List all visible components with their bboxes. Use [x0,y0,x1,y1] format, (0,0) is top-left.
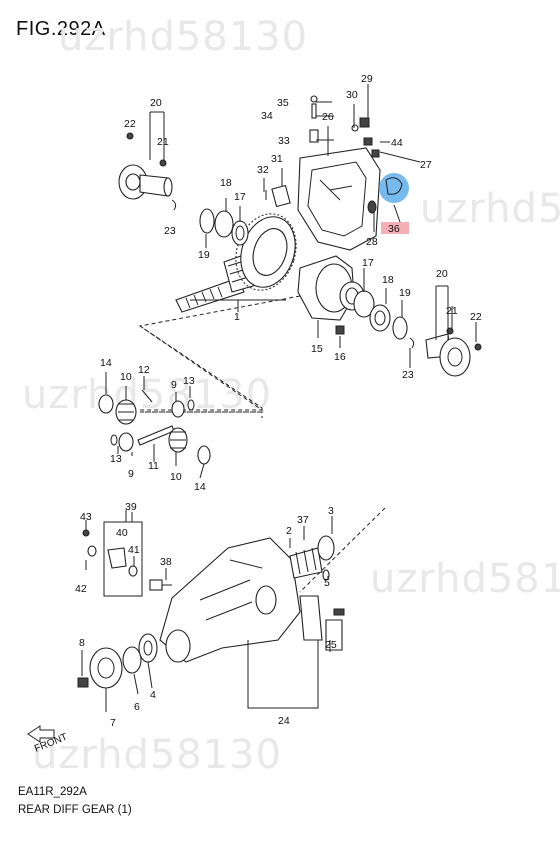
callout-18b: 18 [382,274,394,286]
figure-code: EA11R_292A [18,786,87,798]
callout-14b: 14 [194,481,206,493]
callout-28: 28 [366,236,378,248]
callout-23a: 23 [164,225,176,237]
differential-internals [98,389,211,465]
figure-title: FIG.292A [16,18,106,40]
callout-39: 39 [125,501,137,513]
callout-9b: 9 [128,468,134,480]
callout-21a: 21 [157,136,169,148]
callout-17a: 17 [234,191,246,203]
callout-13a: 13 [183,375,195,387]
callout-36: 36 [388,223,400,235]
callout-20b: 20 [436,268,448,280]
callout-1: 1 [234,311,240,323]
callout-34: 34 [261,110,273,122]
front-arrow [27,725,55,743]
callout-26: 26 [322,111,334,123]
left-bearings [199,208,249,246]
callout-11: 11 [148,460,159,472]
callout-7: 7 [110,717,116,729]
front-label: FRONT [33,732,69,755]
callout-12: 12 [138,364,150,376]
subassembly-39 [82,512,172,597]
front-flange [77,633,158,689]
right-bearings [353,290,415,349]
callout-33: 33 [278,135,290,147]
callout-17b: 17 [362,257,374,269]
callout-37: 37 [297,514,309,526]
callout-13b: 13 [110,453,122,465]
callout-42: 42 [75,583,87,595]
callout-18a: 18 [220,177,232,189]
callout-16: 16 [334,351,346,363]
callout-24: 24 [278,715,290,727]
callout-6: 6 [134,701,140,713]
leader-lines [81,84,477,712]
callout-20a: 20 [150,97,162,109]
callout-15: 15 [311,343,323,355]
callout-numbers: 1 2 3 4 5 6 7 8 9 9 10 10 11 12 13 13 14… [75,73,482,729]
callout-38: 38 [160,556,172,568]
figure-name: REAR DIFF GEAR (1) [18,804,132,816]
callout-23b: 23 [402,369,414,381]
left-axle-flange [118,132,177,211]
callout-31: 31 [271,153,283,165]
callout-22b: 22 [470,311,482,323]
callout-30: 30 [346,89,358,101]
callout-35: 35 [277,97,289,109]
callout-5: 5 [324,577,330,589]
callout-27: 27 [420,159,432,171]
callout-8: 8 [79,637,85,649]
differential-housing [159,537,301,663]
pinion-bearings [289,535,335,581]
callout-41: 41 [128,544,140,556]
differential-case [297,255,365,335]
callout-21b: 21 [446,305,458,317]
callout-14a: 14 [100,357,112,369]
ring-gear [235,213,297,291]
callout-10a: 10 [120,371,132,383]
callout-3: 3 [328,505,334,517]
callout-19b: 19 [399,287,411,299]
callout-40: 40 [116,527,128,539]
callout-4: 4 [150,689,156,701]
callout-32: 32 [257,164,269,176]
assembly-dashed-lines [138,295,386,593]
callout-22a: 22 [124,118,136,130]
callout-25: 25 [325,639,337,651]
callout-44: 44 [391,137,403,149]
callout-29: 29 [361,73,373,85]
callout-10b: 10 [170,471,182,483]
rear-cover [265,95,381,251]
callout-2: 2 [286,525,292,537]
mounting-brackets [299,595,345,651]
callout-9a: 9 [171,379,177,391]
right-axle-flange [425,327,482,377]
callout-43: 43 [80,511,92,523]
highlighted-part-36 [379,173,409,234]
callout-19a: 19 [198,249,210,261]
